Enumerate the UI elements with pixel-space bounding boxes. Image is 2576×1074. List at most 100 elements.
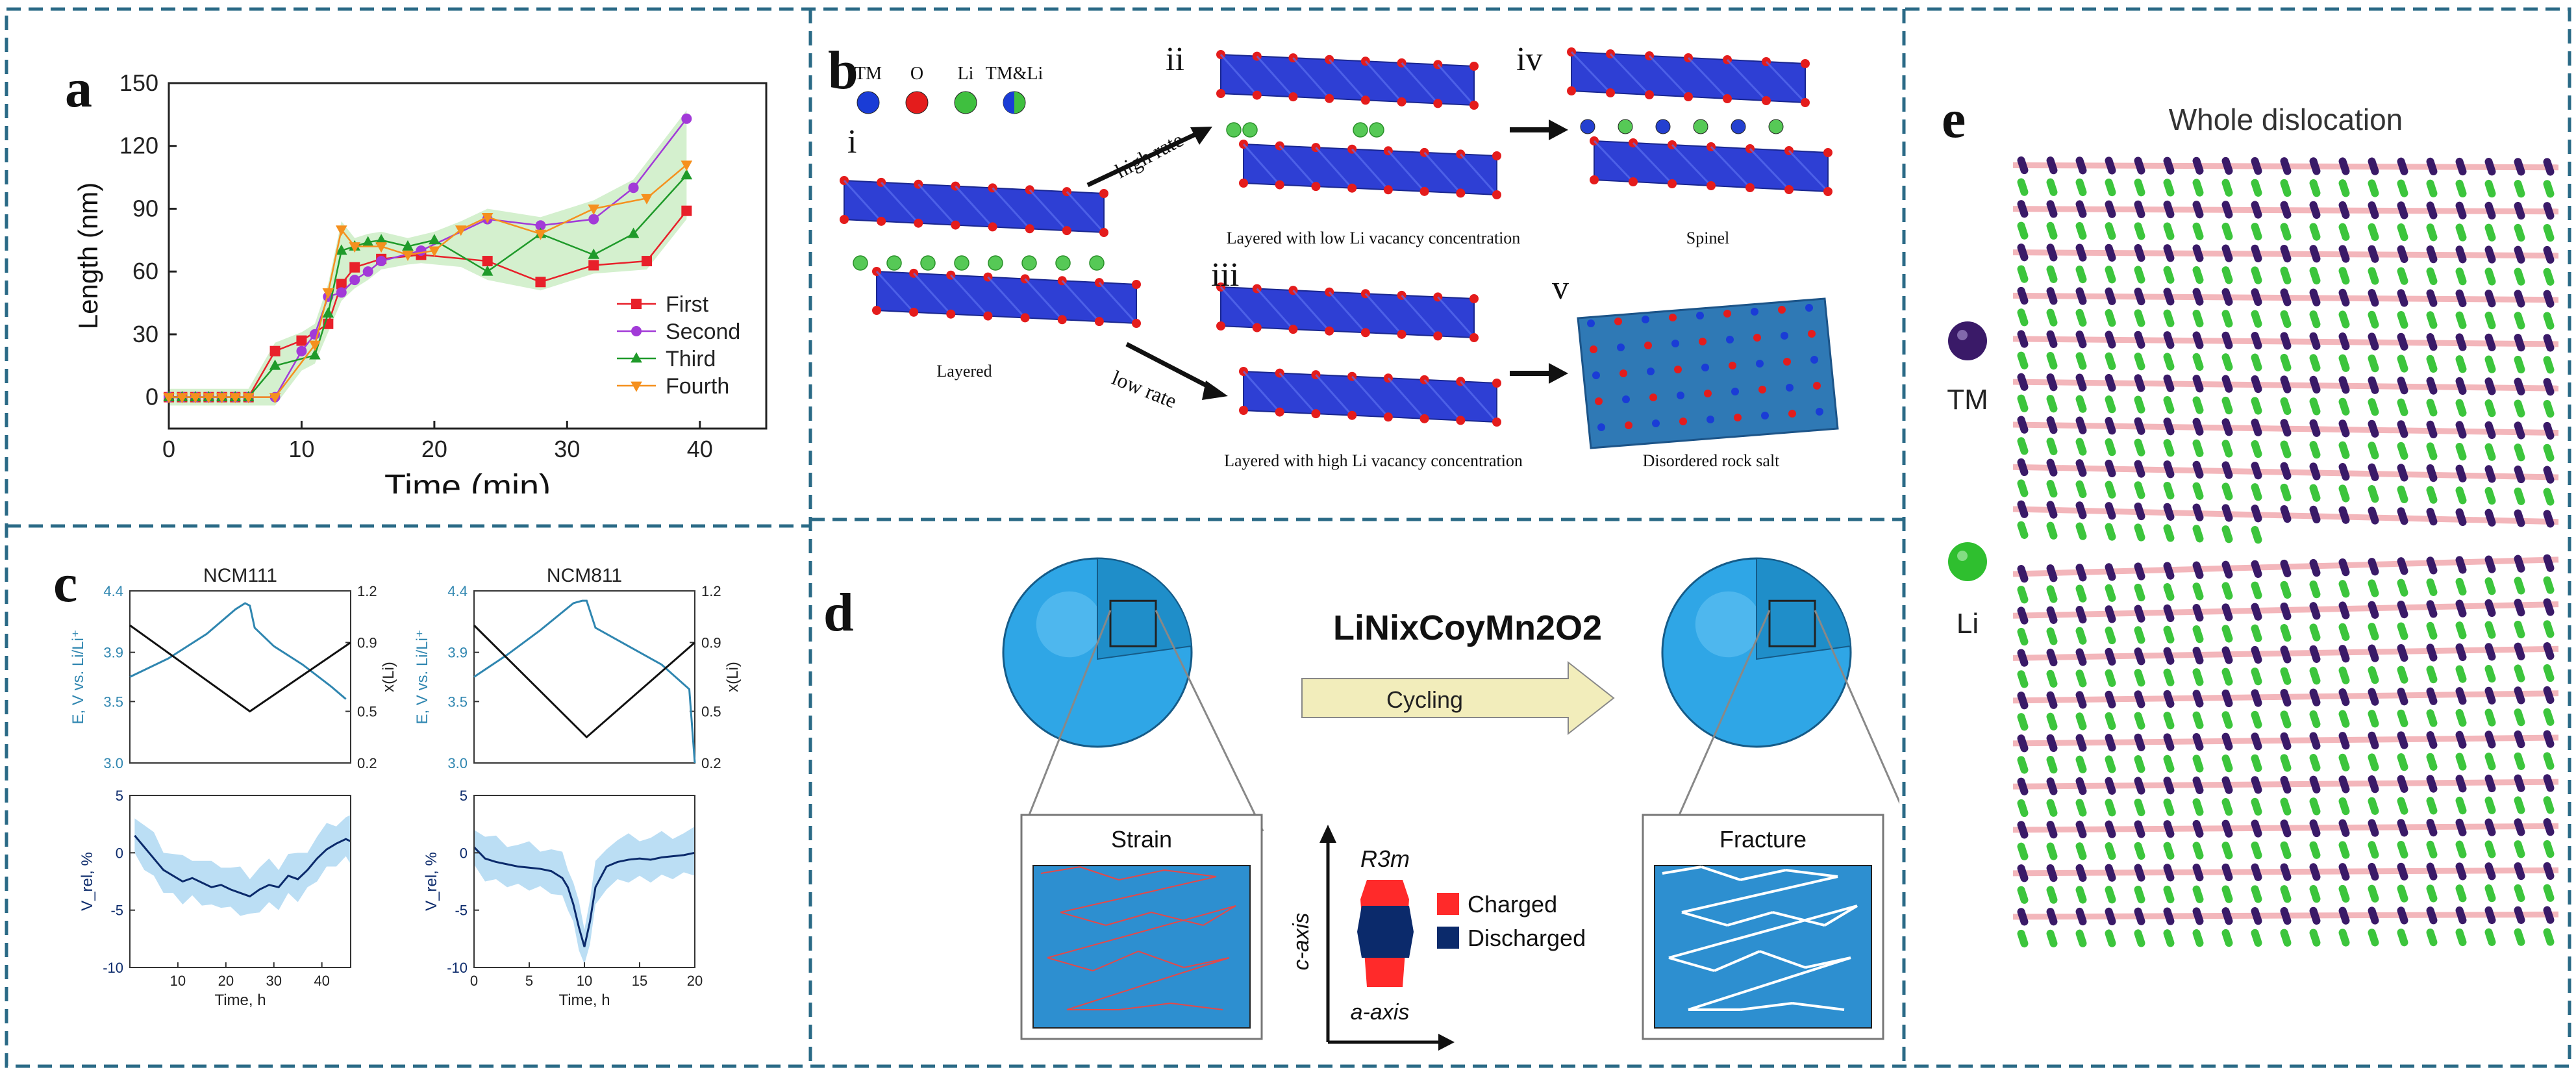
li-atom [2543,708,2555,726]
tm-atom [2163,503,2175,521]
tm-atom [2251,201,2262,219]
legend-li-label: Li [1957,608,1979,640]
tm-atom [2251,863,2262,881]
li-atom [2455,884,2467,903]
data-point [588,214,599,225]
tm-atom [2046,244,2058,262]
li-atom [2251,710,2262,729]
arrow-head [1202,381,1228,400]
tm-atom [2163,907,2175,925]
li-atom [2309,885,2321,903]
li-atom [2192,798,2204,816]
tm-atom [2484,731,2496,749]
xli-line [473,624,695,739]
li-atom [2455,399,2467,417]
tm-atom [2017,734,2029,753]
panel-c-letter: c [53,553,78,614]
oxygen-atom [1325,326,1334,336]
grain-boundary [1668,905,1858,959]
li-atom [2309,310,2321,329]
oxygen-atom [1099,228,1108,237]
tm-atom [2075,373,2087,392]
tm-atom [2075,416,2087,434]
grain-boundary [1066,957,1230,1010]
tm-atom [2046,908,2058,926]
tm-atom [2514,465,2525,484]
octahedron-edge [1351,375,1389,418]
dislocation-title: Whole dislocation [2169,103,2403,136]
tm-atom [2426,201,2438,219]
li-atom [2075,842,2087,860]
li-atom [2280,667,2292,685]
li-atom [2368,485,2379,503]
li-atom [2134,353,2145,371]
li-atom [2543,884,2555,902]
li-atom [2280,797,2292,816]
octahedron-edge [1632,142,1673,185]
tm-atom [2338,863,2350,881]
tm-atom [2017,908,2029,926]
tm-atom [2543,334,2555,352]
oxygen-atom [1801,98,1810,107]
octahedron-edge [1687,56,1729,100]
x-tick-label: 20 [421,436,447,462]
oxygen-atom [1684,92,1693,101]
li-atom [2368,929,2379,947]
zoom-box [1109,599,1157,647]
x-tick-label: 40 [687,436,713,462]
rocksalt-atom [1592,371,1600,379]
li-atom [2484,223,2496,242]
vrel-line [473,846,695,947]
tm-atom [2163,418,2175,436]
li-atom [2368,223,2379,242]
data-point [628,182,639,194]
tm-atom [2397,201,2408,219]
li-atom [2221,625,2233,643]
li-atom [2105,799,2116,817]
li-atom [2075,480,2087,499]
tm-atom [2397,245,2408,264]
li-atom [2017,929,2029,948]
oxygen-atom [1784,185,1794,194]
li-atom [2426,797,2438,815]
tm-atom [2455,508,2467,527]
tm-atom [2484,818,2496,836]
voltage-line [129,602,347,700]
tm-atom [2543,554,2555,572]
low-rate-label: low rate [1108,366,1180,412]
li-atom [2543,399,2555,418]
tm-atom [2017,606,2029,625]
li-atom [2221,929,2233,947]
data-point [336,287,347,298]
tm-atom [2075,244,2087,262]
octahedron-edge [881,181,919,224]
li-atom [2105,178,2116,197]
li-atom [2280,710,2292,729]
tm-atom [2134,864,2145,882]
li-atom [2280,353,2292,372]
tm-atom [2426,600,2438,618]
li-atom [2251,483,2262,501]
grain-boundary [1681,875,1838,914]
li-atom [2397,884,2408,903]
tm-atom [2309,558,2321,577]
li-atom [2514,223,2525,242]
li-atom [2368,841,2379,859]
oxygen-atom [946,309,956,319]
li-atom [2134,222,2145,240]
li-atom [2134,798,2145,817]
tm-atom [2017,416,2029,434]
oxygen-atom [1469,62,1479,71]
tm-atom [2046,821,2058,839]
li-atom [2368,710,2379,728]
li-atom [2484,443,2496,461]
octahedron-edge [1710,145,1751,189]
li-atom [2484,840,2496,858]
li-atom [2338,223,2350,241]
tm-atom [2397,420,2408,438]
tm-atom [2163,200,2175,219]
li-atom [2338,841,2350,859]
li-atom [2192,439,2204,457]
li-atom [2338,884,2350,903]
tm-atom [2192,375,2204,393]
